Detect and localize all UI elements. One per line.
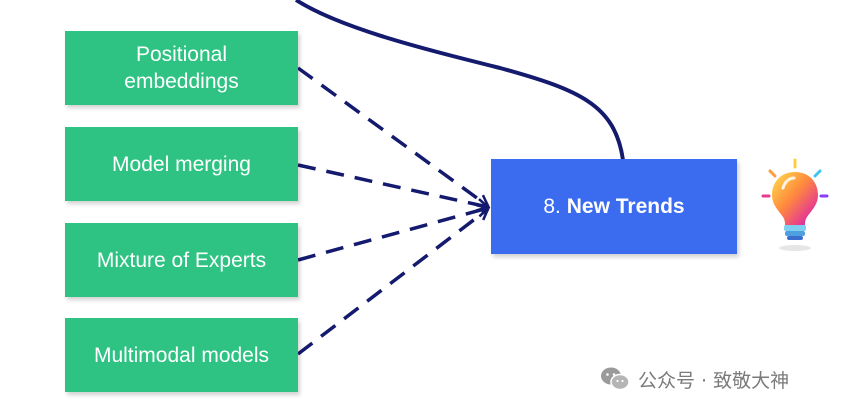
box-mixture-of-experts: Mixture of Experts <box>65 223 298 297</box>
incoming-connector <box>294 0 625 161</box>
wechat-icon <box>601 367 630 391</box>
arrow-model-merging <box>297 163 488 207</box>
arrow-positional-embeddings <box>296 66 488 206</box>
box-positional-embeddings: Positional embeddings <box>65 31 298 105</box>
watermark: 公众号 · 致敬大神 <box>600 364 789 394</box>
watermark-text: 公众号 · 致敬大神 <box>638 369 790 392</box>
lightbulb-icon <box>761 158 829 251</box>
box-multimodal-models: Multimodal models <box>65 318 298 392</box>
box-label: Positional embeddings <box>124 43 239 93</box>
arrow-multimodal-models <box>296 209 488 356</box>
arrow-mixture-of-experts <box>297 208 488 262</box>
target-label: New Trends <box>566 194 685 218</box>
box-label: Mixture of Experts <box>96 248 267 272</box>
box-label: Model merging <box>112 152 251 176</box>
box-new-trends: 8. New Trends <box>491 159 737 254</box>
box-label: Multimodal models <box>93 343 270 367</box>
box-model-merging: Model merging <box>65 127 298 201</box>
target-prefix: 8. <box>543 194 561 218</box>
